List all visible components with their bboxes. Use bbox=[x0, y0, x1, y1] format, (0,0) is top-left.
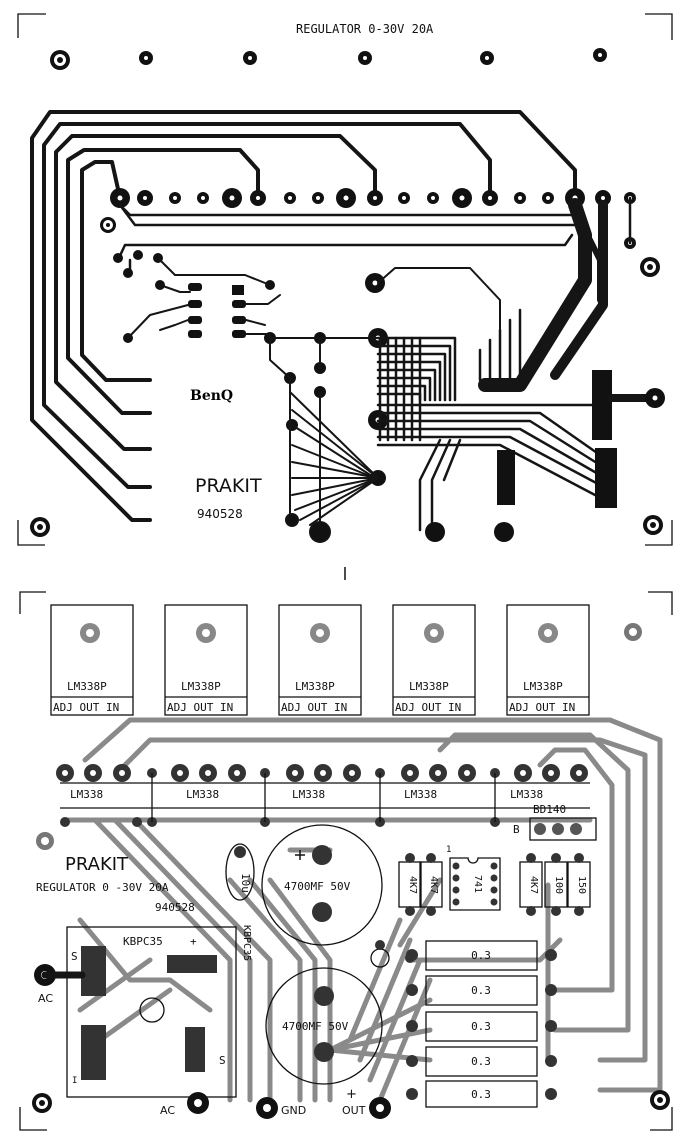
transistor-base-label: B bbox=[513, 823, 520, 836]
resistor-2-label: 4K7 bbox=[428, 876, 439, 894]
crop-mark-br-bottom bbox=[650, 1107, 673, 1131]
ic-label: 741 bbox=[472, 875, 483, 893]
regulator-4-name: LM338P bbox=[409, 680, 449, 693]
regulator-2-name: LM338P bbox=[181, 680, 221, 693]
top-small-pads bbox=[113, 250, 388, 486]
lm338-footprints bbox=[56, 764, 590, 827]
footprint-4-label: LM338 bbox=[404, 788, 437, 801]
crop-mark-br-top bbox=[648, 591, 673, 615]
bridge-label: KBPC35 bbox=[123, 935, 163, 948]
top-dense-block bbox=[376, 308, 602, 532]
footprint-3-label: LM338 bbox=[292, 788, 325, 801]
top-left-traces bbox=[30, 110, 577, 522]
terminal-gnd-label: GND bbox=[281, 1104, 306, 1117]
regulator-5-name: LM338P bbox=[523, 680, 563, 693]
top-board: REGULATOR 0-30V 20A bbox=[17, 13, 673, 546]
terminals bbox=[34, 964, 391, 1119]
bridge-vertical-label: KBPC35 bbox=[241, 925, 252, 961]
bridge-s1-label: S bbox=[71, 950, 78, 963]
top-pad-bottom-right bbox=[494, 522, 514, 542]
top-pad-row bbox=[110, 188, 636, 249]
small-capacitor-label: 10u bbox=[239, 873, 252, 893]
bd140-transistor bbox=[529, 817, 597, 841]
regulator-1-pins: ADJ OUT IN bbox=[53, 701, 119, 714]
footprint-1-label: LM338 bbox=[70, 788, 103, 801]
crop-mark-bl-bottom bbox=[19, 1107, 47, 1131]
regulator-1-name: LM338P bbox=[67, 680, 107, 693]
ic-741 bbox=[449, 857, 501, 911]
shunt-resistors bbox=[406, 940, 557, 1108]
resistor-1-label: 4K7 bbox=[407, 876, 418, 894]
top-small-traces bbox=[127, 257, 501, 521]
big-capacitor-2 bbox=[265, 967, 383, 1085]
terminal-plus-label: + bbox=[346, 1087, 357, 1102]
footprint-2-label: LM338 bbox=[186, 788, 219, 801]
bottom-title: REGULATOR 0 -30V 20A bbox=[36, 881, 169, 894]
shunt-4-label: 0.3 bbox=[471, 1055, 491, 1068]
top-watermark: BenQ bbox=[190, 388, 233, 404]
bottom-ghost-traces bbox=[62, 717, 663, 1103]
transistor-label: BD140 bbox=[533, 803, 566, 816]
top-transistor-pads bbox=[497, 370, 665, 508]
top-brand: PRAKIT bbox=[195, 475, 262, 497]
shunt-3-label: 0.3 bbox=[471, 1020, 491, 1033]
terminal-out-label: OUT bbox=[342, 1104, 366, 1117]
big-capacitor-1-label: 4700MF 50V bbox=[284, 880, 351, 893]
big-capacitor-2-label: 4700MF 50V bbox=[282, 1020, 349, 1033]
top-power-trace bbox=[478, 198, 608, 392]
bottom-code: 940528 bbox=[155, 901, 195, 914]
crop-mark-tr bbox=[645, 13, 673, 40]
terminal-ac2-label: AC bbox=[160, 1104, 175, 1117]
shunt-1-label: 0.3 bbox=[471, 949, 491, 962]
small-capacitor bbox=[225, 843, 255, 901]
crop-mark-bl bbox=[17, 520, 45, 546]
resistor-3-label: 4K7 bbox=[528, 876, 539, 894]
resistor-5-label: 150 bbox=[576, 876, 587, 894]
top-bus-lines bbox=[116, 196, 632, 277]
crop-mark-br bbox=[645, 520, 673, 546]
top-board-title: REGULATOR 0-30V 20A bbox=[296, 22, 434, 36]
bridge-i-label: I bbox=[72, 1076, 77, 1086]
regulator-outlines bbox=[50, 604, 590, 716]
ic-pin1-label: 1 bbox=[446, 845, 451, 855]
bridge-s2-label: S bbox=[219, 1054, 226, 1067]
regulator-4-pins: ADJ OUT IN bbox=[395, 701, 461, 714]
footprint-5-label: LM338 bbox=[510, 788, 543, 801]
top-triangle-fan bbox=[285, 391, 379, 543]
crop-mark-tl bbox=[17, 13, 46, 38]
bridge-plus-label: + bbox=[190, 935, 197, 948]
shunt-5-label: 0.3 bbox=[471, 1088, 491, 1101]
bottom-board: LM338P ADJ OUT IN LM338P ADJ OUT IN LM33… bbox=[19, 591, 673, 1131]
shunt-2-label: 0.3 bbox=[471, 984, 491, 997]
big-capacitor-1 bbox=[261, 824, 383, 946]
top-pad-bottom-mid bbox=[425, 522, 445, 542]
resistor-bank bbox=[398, 853, 591, 916]
mounting-holes-top bbox=[30, 48, 663, 537]
crop-mark-bl-top bbox=[19, 591, 46, 614]
regulator-3-name: LM338P bbox=[295, 680, 335, 693]
regulator-3-pins: ADJ OUT IN bbox=[281, 701, 347, 714]
resistor-4-label: 100 bbox=[553, 876, 564, 894]
regulator-5-pins: ADJ OUT IN bbox=[509, 701, 575, 714]
terminal-ac1-label: AC bbox=[38, 992, 53, 1005]
bottom-brand: PRAKIT bbox=[65, 854, 129, 875]
bridge-rectifier bbox=[66, 926, 237, 1098]
regulator-2-pins: ADJ OUT IN bbox=[167, 701, 233, 714]
top-code: 940528 bbox=[197, 507, 243, 521]
mounting-holes-bottom bbox=[32, 623, 670, 1113]
